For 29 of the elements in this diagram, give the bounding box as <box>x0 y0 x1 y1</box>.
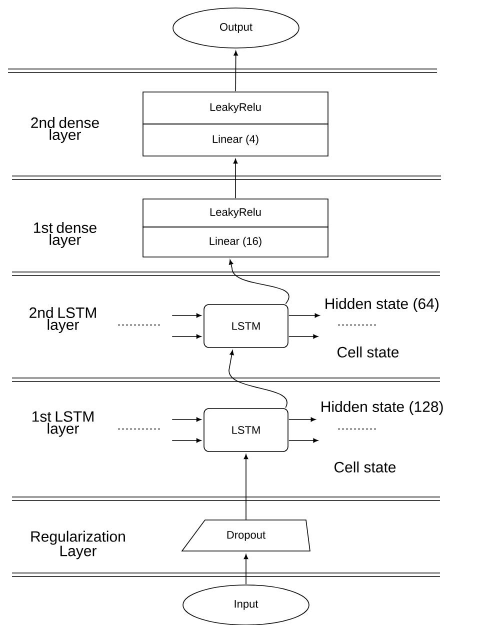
layer-label: Regularization Layer <box>31 530 125 560</box>
arrow <box>172 438 202 443</box>
layer-box: Linear (4) <box>142 124 328 156</box>
arrow <box>288 438 318 443</box>
state-label: Hidden state (64) <box>326 298 438 312</box>
arrow <box>288 313 320 318</box>
arrow <box>172 334 202 339</box>
layer-box: LeakyRelu <box>142 92 328 124</box>
state-label: Hidden state (128) <box>322 401 443 415</box>
arrow <box>288 417 316 422</box>
arrow <box>288 334 318 339</box>
layer-label: Cell state <box>334 462 396 472</box>
arrow <box>233 158 238 198</box>
lstm-box: LSTM <box>204 408 288 452</box>
lstm-box: LSTM <box>204 304 288 348</box>
layer-label: 2nd LSTM layer <box>30 307 96 333</box>
arrow <box>234 50 238 92</box>
layer-box: LeakyRelu <box>142 198 328 228</box>
layer-label: Cell state <box>338 346 399 358</box>
arrow <box>244 454 248 520</box>
layer-label: 1st dense layer <box>34 222 96 248</box>
arrow <box>172 417 202 422</box>
arrow <box>228 260 290 304</box>
layer-label: 2nd dense layer <box>31 117 99 143</box>
layer-label: 1st LSTM layer <box>32 411 94 437</box>
arrow <box>244 554 248 584</box>
layer-box: Linear (16) <box>142 226 328 258</box>
arrow <box>228 350 288 408</box>
arrow <box>172 313 202 318</box>
